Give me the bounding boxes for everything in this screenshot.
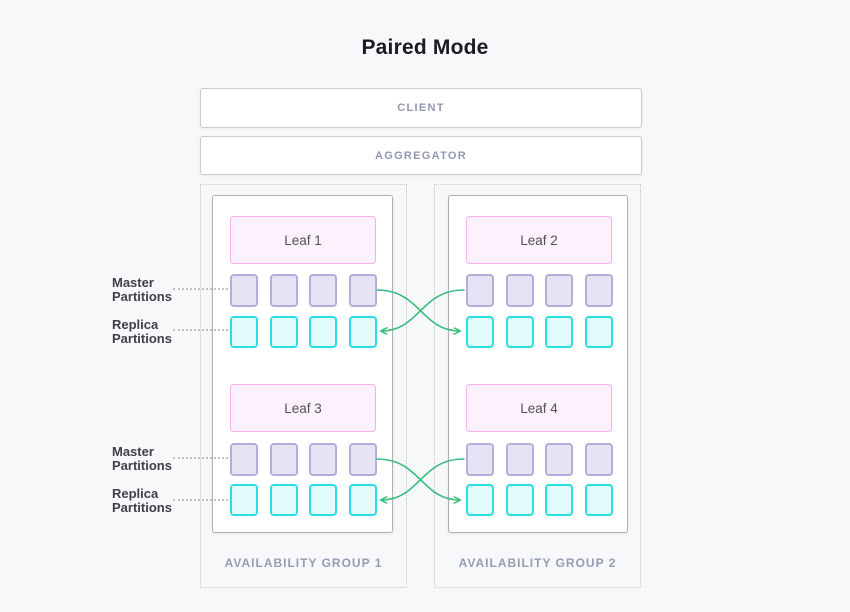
replica-partition bbox=[309, 316, 338, 348]
leader-line-replica-top bbox=[173, 329, 228, 331]
leaf-node-2: Leaf 2 bbox=[466, 216, 612, 264]
leaf-node-1: Leaf 1 bbox=[230, 216, 376, 264]
leaf-1-label: Leaf 1 bbox=[284, 232, 322, 248]
client-node: CLIENT bbox=[200, 88, 642, 128]
replica-partition bbox=[230, 484, 258, 516]
availability-group-2: Leaf 2 Leaf 4 AVAILABILITY GROUP 2 bbox=[434, 184, 641, 588]
replica-partition bbox=[348, 484, 377, 516]
master-partition bbox=[505, 274, 534, 307]
replica-partition bbox=[348, 316, 377, 348]
replica-partitions-row bbox=[230, 484, 377, 516]
replica-partitions-label: Replica Partitions bbox=[112, 486, 172, 515]
replica-partition bbox=[230, 316, 258, 348]
master-partition bbox=[545, 274, 574, 307]
leaf-host-group-1: Leaf 1 Leaf 3 bbox=[212, 195, 393, 533]
replica-partition bbox=[269, 484, 298, 516]
master-partition bbox=[584, 443, 613, 476]
replica-partition bbox=[466, 484, 494, 516]
leader-line-replica-bottom bbox=[173, 499, 228, 501]
master-partition bbox=[584, 274, 613, 307]
master-partition bbox=[309, 443, 338, 476]
leader-line-master-bottom bbox=[173, 457, 228, 459]
master-partition bbox=[466, 443, 494, 476]
leaf-2-label: Leaf 2 bbox=[520, 232, 558, 248]
master-partitions-row bbox=[230, 274, 377, 307]
master-partition bbox=[348, 274, 377, 307]
replica-partition bbox=[584, 484, 613, 516]
availability-group-2-label: AVAILABILITY GROUP 2 bbox=[458, 556, 617, 570]
master-partition bbox=[309, 274, 338, 307]
aggregator-node: AGGREGATOR bbox=[200, 136, 642, 175]
master-partitions-row bbox=[466, 274, 613, 307]
replica-partition bbox=[269, 316, 298, 348]
master-partitions-label: Master Partitions bbox=[112, 444, 172, 473]
client-label: CLIENT bbox=[397, 102, 445, 114]
replica-partition bbox=[505, 484, 534, 516]
availability-group-1: Leaf 1 Leaf 3 AVAILABILITY GROUP 1 bbox=[200, 184, 407, 588]
master-partitions-row bbox=[466, 443, 613, 476]
master-partition bbox=[230, 443, 258, 476]
master-partition bbox=[505, 443, 534, 476]
leaf-node-3: Leaf 3 bbox=[230, 384, 376, 432]
replica-partition bbox=[505, 316, 534, 348]
replica-partition bbox=[545, 316, 574, 348]
master-partition bbox=[466, 274, 494, 307]
replica-partition bbox=[545, 484, 574, 516]
replica-partition bbox=[466, 316, 494, 348]
replica-partition bbox=[584, 316, 613, 348]
replica-partitions-row bbox=[466, 316, 613, 348]
leaf-4-label: Leaf 4 bbox=[520, 400, 558, 416]
diagram-title: Paired Mode bbox=[361, 36, 489, 59]
master-partitions-label: Master Partitions bbox=[112, 275, 172, 304]
master-partition bbox=[348, 443, 377, 476]
replica-partitions-label: Replica Partitions bbox=[112, 317, 172, 346]
master-partition bbox=[230, 274, 258, 307]
replica-partitions-row bbox=[466, 484, 613, 516]
replica-partitions-row bbox=[230, 316, 377, 348]
leaf-host-group-2: Leaf 2 Leaf 4 bbox=[448, 195, 628, 533]
leaf-3-label: Leaf 3 bbox=[284, 400, 322, 416]
master-partitions-row bbox=[230, 443, 377, 476]
master-partition bbox=[269, 443, 298, 476]
replica-partition bbox=[309, 484, 338, 516]
master-partition bbox=[269, 274, 298, 307]
aggregator-label: AGGREGATOR bbox=[374, 149, 468, 162]
leaf-node-4: Leaf 4 bbox=[466, 384, 612, 432]
leader-line-master-top bbox=[173, 288, 228, 290]
master-partition bbox=[545, 443, 574, 476]
availability-group-1-label: AVAILABILITY GROUP 1 bbox=[224, 556, 383, 570]
